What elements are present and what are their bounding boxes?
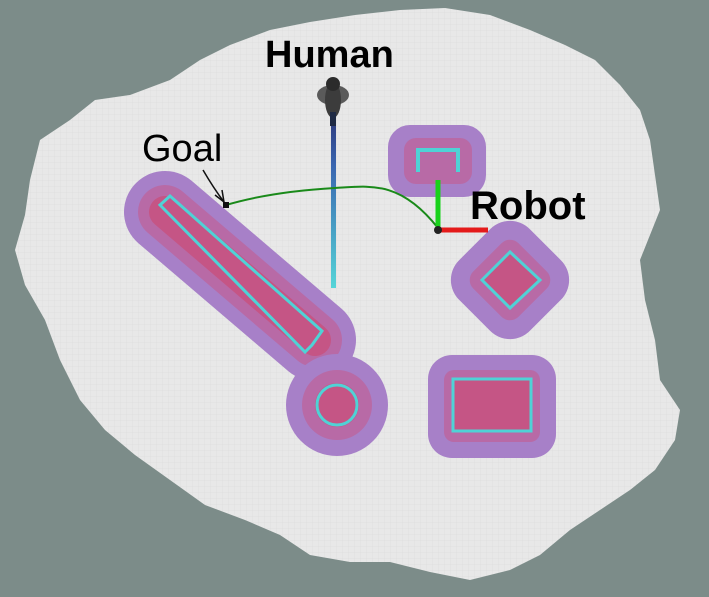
robot-frame-axes-icon xyxy=(434,180,488,234)
inflated-obstacles xyxy=(124,125,570,458)
person-topview-icon xyxy=(317,77,349,126)
obstacle-edges xyxy=(157,148,543,433)
human-trail xyxy=(331,100,336,288)
goal-label: Goal xyxy=(142,128,223,170)
human-label: Human xyxy=(265,34,394,76)
global-path xyxy=(225,185,439,229)
goal-marker-icon xyxy=(202,169,229,208)
robot-label: Robot xyxy=(470,184,586,228)
